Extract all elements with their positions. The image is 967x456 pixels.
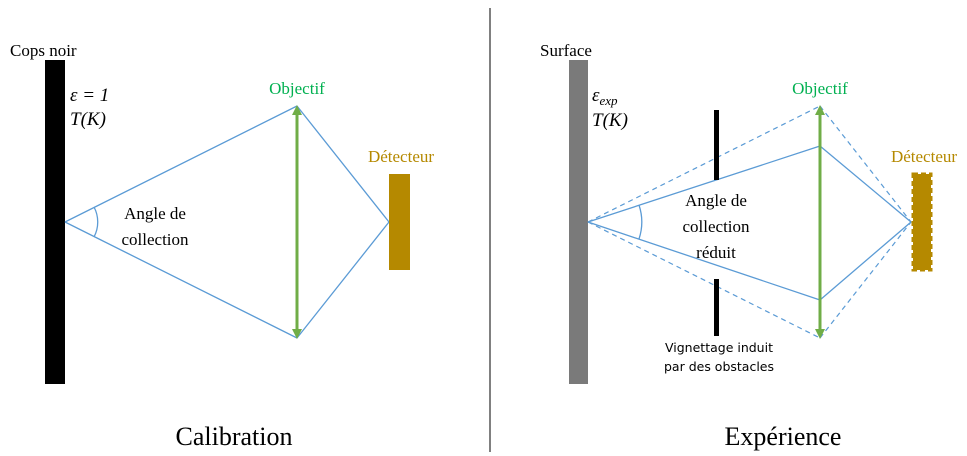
lens-label: Objectif <box>269 79 325 98</box>
obstacle-note-line1: Vignettage induit <box>665 340 773 355</box>
dashed-ray-lower <box>587 221 821 339</box>
emissivity-label: ε = 1 <box>70 85 109 106</box>
obstacle-top <box>714 110 719 180</box>
dashed-ray-lower-to-detector <box>819 221 912 339</box>
ray-lower <box>587 221 821 301</box>
detector <box>911 172 933 272</box>
angle-label-line2: collection <box>121 230 189 249</box>
detector-label: Détecteur <box>368 147 434 166</box>
temperature-label: T(K) <box>70 109 106 130</box>
collection-angle-arc <box>638 204 643 240</box>
blackbody-label: Cops noir <box>10 41 77 60</box>
ray-upper-to-detector <box>819 145 912 223</box>
experience-caption: Expérience <box>725 422 842 451</box>
angle-label-line3: réduit <box>696 243 736 262</box>
dashed-ray-upper <box>587 105 821 223</box>
experience-panel: Surface εexp T(K) Objectif Détecteur Ang… <box>540 41 957 451</box>
collection-angle-arc <box>93 206 99 238</box>
emissivity-label: εexp <box>592 85 618 108</box>
ray-lower-to-detector <box>296 221 390 339</box>
ray-lower <box>64 221 298 339</box>
angle-label-line1: Angle de <box>124 204 186 223</box>
obstacle-note-line2: par des obstacles <box>664 359 774 374</box>
detector-label: Détecteur <box>891 147 957 166</box>
angle-label-line2: collection <box>682 217 750 236</box>
ray-upper <box>587 145 821 223</box>
dashed-ray-upper-to-detector <box>819 105 912 223</box>
surface-plate <box>569 60 588 384</box>
blackbody-plate <box>45 60 65 384</box>
ray-upper <box>64 105 298 223</box>
ray-upper-to-detector <box>296 105 390 223</box>
detector <box>389 174 410 270</box>
obstacle-bottom <box>714 279 719 336</box>
angle-label-line1: Angle de <box>685 191 747 210</box>
lens-label: Objectif <box>792 79 848 98</box>
calibration-panel: Cops noir ε = 1 T(K) Objectif Détecteur … <box>10 41 434 451</box>
ray-lower-to-detector <box>819 221 912 301</box>
calibration-caption: Calibration <box>176 422 293 451</box>
surface-label: Surface <box>540 41 592 60</box>
temperature-label: T(K) <box>592 110 628 131</box>
